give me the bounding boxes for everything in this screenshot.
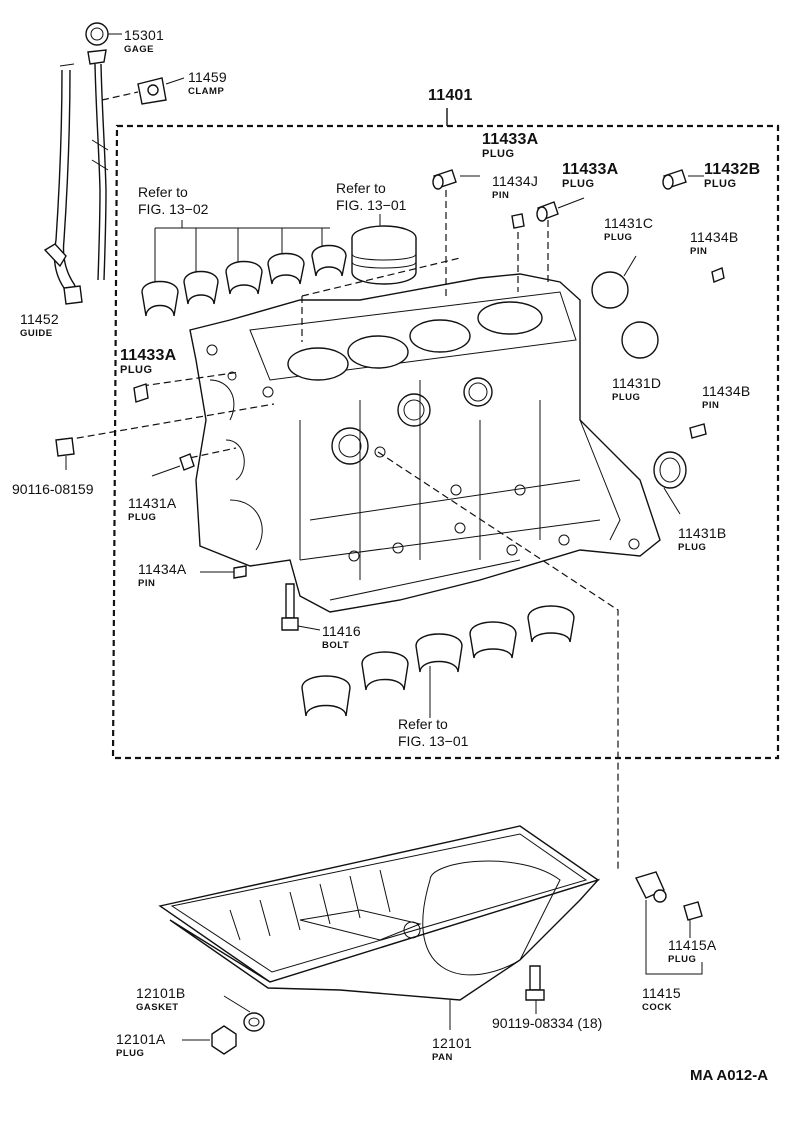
label-pin-11434b-top: 11434B PIN bbox=[690, 229, 739, 257]
label-block: 11401 bbox=[428, 87, 473, 104]
label-pin-11434b-mid: 11434B PIN bbox=[702, 383, 751, 411]
label-plug-11433a-left: 11433A PLUG bbox=[120, 347, 177, 376]
label-pin-11434a: 11434A PIN bbox=[138, 561, 187, 589]
label-plug-11431b: 11431B PLUG bbox=[678, 525, 727, 553]
small-parts[interactable] bbox=[55, 169, 725, 579]
label-plug-11415a: 11415A PLUG bbox=[668, 937, 717, 965]
ref-fig-13-01-top: Refer to FIG. 13−01 bbox=[336, 180, 407, 213]
block-assembly-frame bbox=[111, 108, 780, 760]
cylinder-block[interactable] bbox=[189, 273, 661, 613]
label-plug-11433a-top: 11433A PLUG bbox=[482, 131, 539, 160]
drain-cock[interactable] bbox=[635, 871, 703, 975]
label-gasket: 12101B GASKET bbox=[136, 985, 186, 1013]
drain-plug-parts[interactable] bbox=[182, 995, 265, 1055]
label-pan: 12101 PAN bbox=[432, 1035, 472, 1063]
label-stud: 90116-08159 bbox=[12, 481, 94, 497]
label-plug-11432b: 11432B PLUG bbox=[704, 161, 761, 190]
bolt-11416[interactable] bbox=[281, 583, 321, 631]
diagram-code: MA A012-A bbox=[690, 1067, 769, 1084]
label-plug-11433a-mid: 11433A PLUG bbox=[562, 161, 619, 190]
label-cock: 11415 COCK bbox=[642, 985, 681, 1013]
oil-pan[interactable] bbox=[158, 825, 601, 1030]
label-drain-plug: 12101A PLUG bbox=[116, 1031, 166, 1059]
label-bolt-11416: 11416 BOLT bbox=[322, 623, 361, 651]
label-pan-bolt: 90119-08334 (18) bbox=[492, 1015, 603, 1031]
label-guide: 11452 GUIDE bbox=[20, 311, 59, 339]
ref-fig-13-01-bottom: Refer to FIG. 13−01 bbox=[398, 716, 469, 749]
dipstick-guide[interactable] bbox=[43, 63, 83, 305]
lower-bearings[interactable] bbox=[301, 605, 575, 718]
pan-bolt[interactable] bbox=[525, 965, 545, 1014]
label-pin-11434j: 11434J PIN bbox=[492, 173, 539, 201]
leader-lines bbox=[65, 190, 619, 870]
label-plug-11431a: 11431A PLUG bbox=[128, 495, 177, 523]
label-plug-11431c: 11431C PLUG bbox=[604, 215, 654, 243]
ref-fig-13-02: Refer to FIG. 13−02 bbox=[138, 184, 209, 217]
clamp[interactable] bbox=[101, 77, 185, 105]
label-clamp: 11459 CLAMP bbox=[188, 69, 227, 97]
label-plug-11431d: 11431D PLUG bbox=[612, 375, 662, 403]
oil-gage[interactable] bbox=[85, 22, 122, 281]
piston[interactable] bbox=[351, 214, 417, 285]
upper-bearings[interactable] bbox=[141, 220, 347, 317]
label-gage: 15301 GAGE bbox=[124, 27, 164, 55]
